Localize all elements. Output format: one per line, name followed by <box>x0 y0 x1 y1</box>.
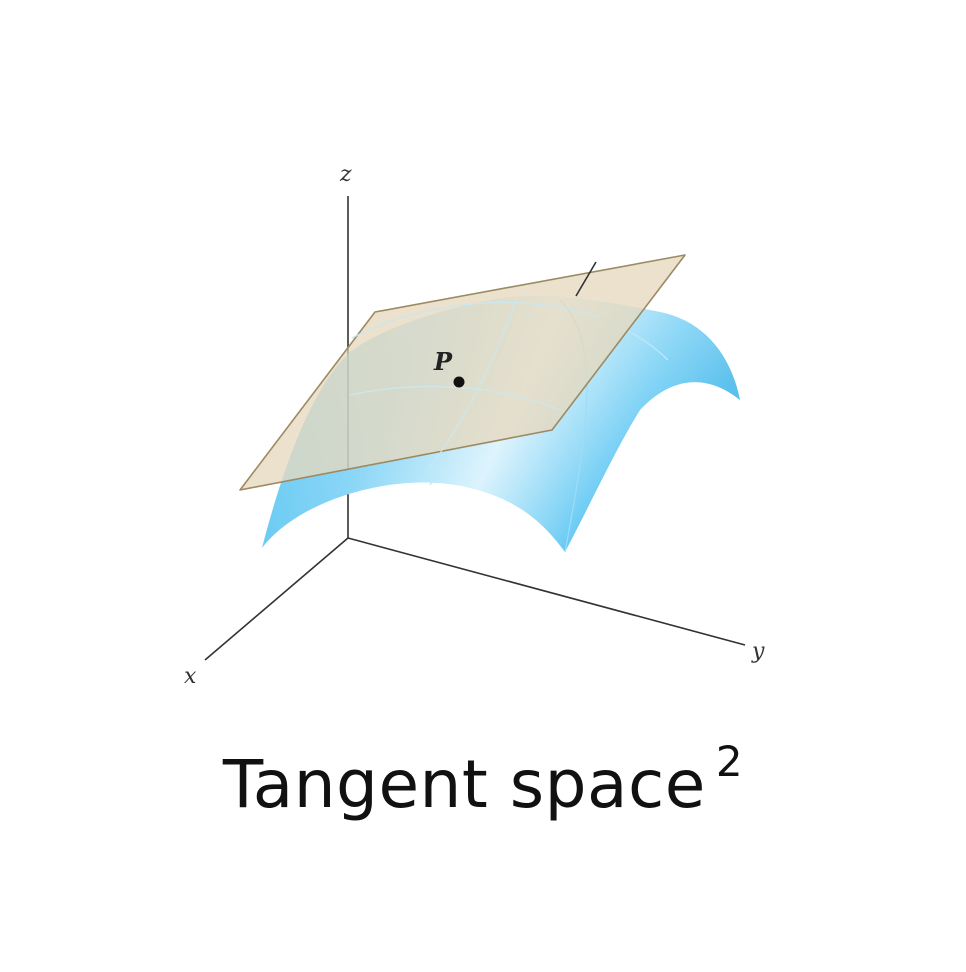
x-axis <box>204 537 349 661</box>
surface-gridline <box>427 301 516 471</box>
plane-tick <box>575 261 597 297</box>
y-axis <box>347 537 746 646</box>
x-axis-label: x <box>184 664 197 689</box>
surface-gridline <box>351 301 601 339</box>
z-axis-label: z <box>339 162 352 187</box>
tangent-point-P <box>453 376 465 388</box>
y-axis-label: y <box>751 639 765 664</box>
surface-gridline <box>349 386 561 411</box>
tangent-plane <box>239 254 686 491</box>
point-label-P: P <box>433 347 453 376</box>
caption-text: Tangent space <box>222 746 706 823</box>
caption-superscript: 2 <box>715 737 744 786</box>
